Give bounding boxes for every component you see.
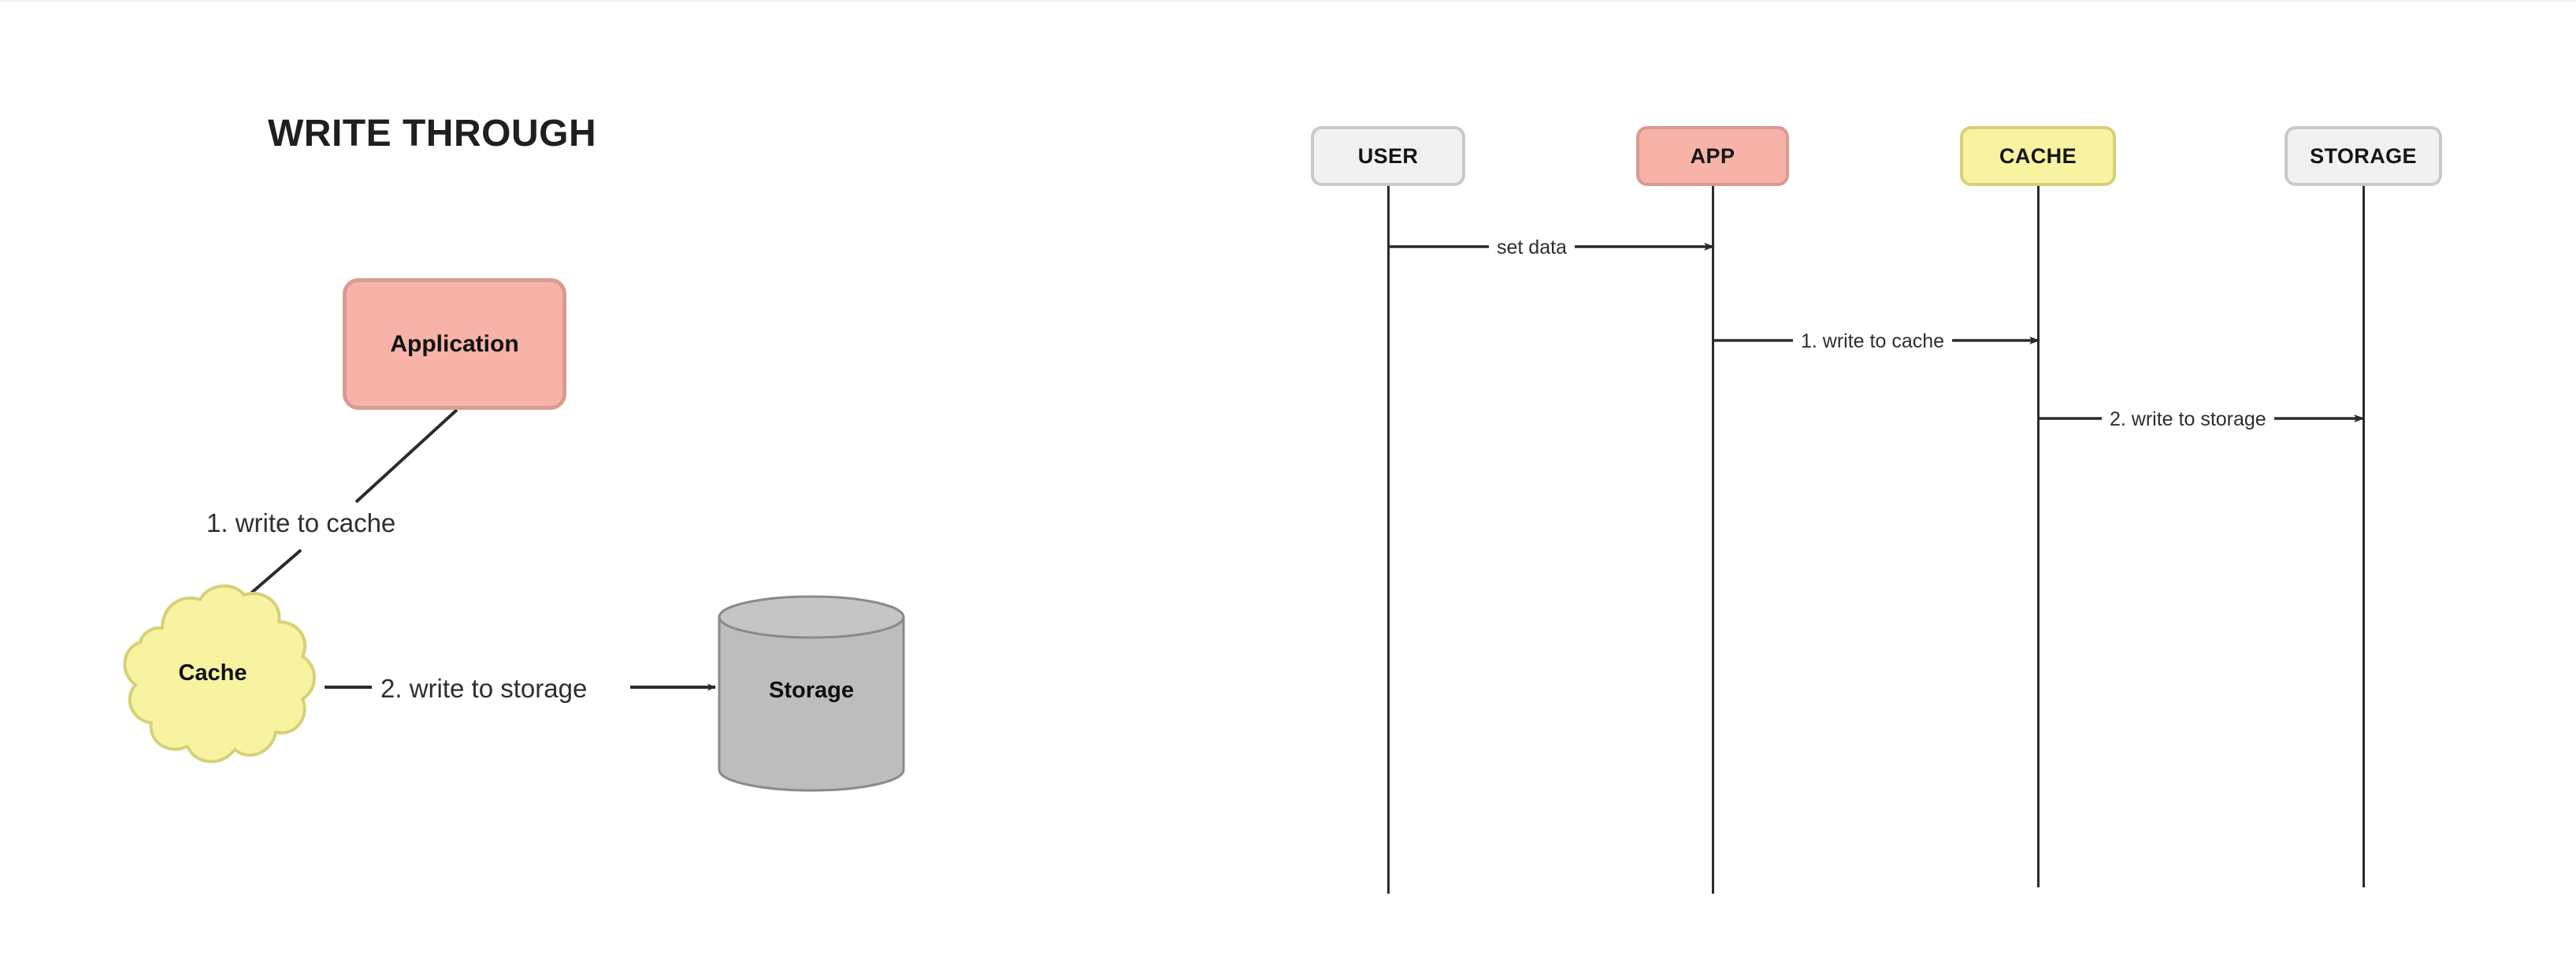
concept-diagram-panel: WRITE THROUGH Application Cache Storage <box>0 0 1182 963</box>
participant-user-label: USER <box>1357 143 1419 168</box>
message-label-write-to-storage: 2. write to storage <box>2102 408 2274 431</box>
participant-user[interactable]: USER <box>1311 126 1465 186</box>
participant-app-label: APP <box>1690 143 1735 168</box>
node-storage[interactable]: Storage <box>713 595 910 792</box>
edge-label-write-to-cache: 1. write to cache <box>206 508 396 537</box>
node-application-label: Application <box>390 330 519 357</box>
node-cache[interactable]: Cache <box>102 571 323 780</box>
message-label-write-to-cache: 1. write to cache <box>1793 330 1953 353</box>
node-cache-label: Cache <box>178 660 247 686</box>
participant-cache-label: CACHE <box>1999 143 2077 168</box>
node-application[interactable]: Application <box>343 278 566 410</box>
lifeline-user <box>1387 186 1390 894</box>
participant-storage-label: STORAGE <box>2310 143 2417 168</box>
lifeline-cache <box>2037 186 2040 887</box>
top-divider <box>0 0 2576 2</box>
lifeline-app <box>1712 186 1714 894</box>
sequence-diagram-panel: USER APP CACHE STORAGE set data 1. write… <box>1182 0 2576 963</box>
cloud-icon <box>123 584 316 764</box>
message-label-set-data: set data <box>1489 236 1575 259</box>
cylinder-icon <box>718 595 905 792</box>
edge-label-write-to-storage: 2. write to storage <box>380 674 588 703</box>
participant-cache[interactable]: CACHE <box>1960 126 2116 186</box>
participant-app[interactable]: APP <box>1636 126 1789 186</box>
page-title: WRITE THROUGH <box>268 113 597 154</box>
node-storage-label: Storage <box>769 678 854 703</box>
lifeline-storage <box>2363 186 2365 887</box>
participant-storage[interactable]: STORAGE <box>2285 126 2442 186</box>
connector-app-to-cache-upper <box>354 408 458 504</box>
